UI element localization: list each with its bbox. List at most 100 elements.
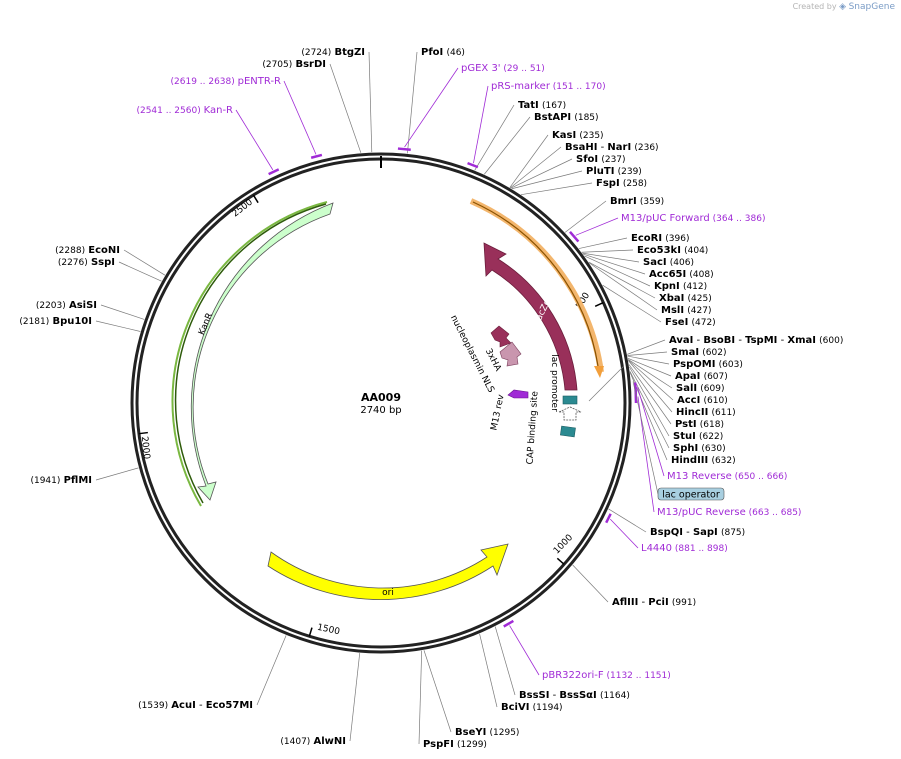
enzyme-line-sali (628, 359, 673, 389)
primer-line-2 (575, 217, 619, 236)
nls-arrow[interactable] (490, 325, 512, 348)
enzyme-label-acui[interactable]: (1539) AcuI - Eco57MI (138, 700, 253, 711)
primer-mark-pbr322ori-f[interactable] (503, 619, 514, 628)
primer-label-kan-r[interactable]: (2541 .. 2560) Kan-R (136, 105, 233, 116)
m13-rev-arrow[interactable] (507, 389, 529, 399)
feature-lacZa[interactable]: lacZα (469, 198, 604, 391)
primer-label-m13-reverse[interactable]: M13 Reverse (650 .. 666) (667, 471, 787, 482)
lacZa-arrow[interactable] (483, 242, 578, 391)
enzyme-label-acci[interactable]: AccI (610) (677, 395, 728, 406)
enzyme-label-pspfi[interactable]: PspFI (1299) (423, 739, 487, 750)
cap-site-box-1[interactable] (562, 395, 578, 405)
enzyme-line-apai (627, 358, 672, 377)
primer-mark-kan-r[interactable] (268, 168, 280, 176)
enzyme-label-pspomi[interactable]: PspOMI (603) (673, 359, 743, 370)
enzyme-label-bsahi[interactable]: BsaHI - NarI (236) (565, 142, 659, 153)
primer-mark-prs-marker[interactable] (467, 161, 479, 169)
enzyme-label-kpni[interactable]: KpnI (412) (654, 281, 707, 292)
enzyme-line-bstapi (484, 116, 531, 175)
enzyme-label-msli[interactable]: MslI (427) (661, 305, 711, 316)
enzyme-label-xbai[interactable]: XbaI (425) (659, 293, 712, 304)
feature-lac-promoter[interactable]: lac promoter (549, 354, 582, 421)
feature-kanR[interactable]: KanR (171, 201, 334, 507)
3xha-arrow[interactable] (499, 341, 522, 367)
enzyme-line-econi (123, 249, 166, 276)
enzyme-line-acc65i (582, 253, 646, 275)
lac-operator-box (657, 487, 725, 501)
enzyme-label-bsrdi[interactable]: (2705) BsrDI (262, 59, 326, 70)
primer-mark-pgex-3-[interactable] (397, 147, 411, 151)
snapgene-logo-icon: ◈ (839, 2, 847, 12)
feature-3xha[interactable]: 3xHA (483, 341, 522, 374)
lacZa-orange-outline (469, 198, 604, 373)
enzyme-line-smai (627, 351, 668, 356)
feature-m13-rev[interactable]: M13 rev (489, 389, 529, 431)
enzyme-label-smai[interactable]: SmaI (602) (671, 347, 726, 358)
ori-arrow[interactable] (267, 543, 509, 601)
enzyme-label-alwni[interactable]: (1407) AlwNI (280, 736, 346, 747)
enzyme-label-pfoi[interactable]: PfoI (46) (421, 47, 465, 58)
enzyme-label-kasi[interactable]: KasI (235) (552, 130, 604, 141)
tick-2000 (138, 431, 148, 435)
enzyme-label-ecori[interactable]: EcoRI (396) (631, 233, 689, 244)
feature-label-cap: CAP binding site (525, 390, 540, 464)
lac-operator-badge[interactable]: lac operator (657, 487, 725, 501)
primer-mark-m13-puc-forward[interactable] (569, 230, 580, 243)
enzyme-label-sphi[interactable]: SphI (630) (673, 443, 726, 454)
enzyme-label-acc65i[interactable]: Acc65I (408) (649, 269, 714, 280)
label-layer: PfoI (46) TatI (167)BstAPI (185) KasI (235… (19, 47, 843, 750)
enzyme-label-bcivi[interactable]: BciVI (1194) (501, 702, 563, 713)
enzyme-label-apai[interactable]: ApaI (607) (675, 371, 728, 382)
primer-label-pgex-3-[interactable]: pGEX 3' (29 .. 51) (461, 63, 545, 74)
primer-label-m13-puc-reverse[interactable]: M13/pUC Reverse (663 .. 685) (657, 507, 801, 518)
enzyme-label-bspqi[interactable]: BspQI - SapI (875) (650, 527, 745, 538)
enzyme-label-hindiii[interactable]: HindIII (632) (671, 455, 736, 466)
primer-mark-l4440[interactable] (605, 513, 612, 524)
enzyme-label-bsssi[interactable]: BssSI - BssSαI (1164) (519, 690, 630, 701)
enzyme-line-stui (629, 366, 670, 437)
enzyme-label-bseyi[interactable]: BseYI (1295) (455, 727, 519, 738)
enzyme-label-hincii[interactable]: HincII (611) (676, 407, 736, 418)
enzyme-label-sspi[interactable]: (2276) SspI (58, 257, 115, 268)
enzyme-label-econi[interactable]: (2288) EcoNI (55, 245, 120, 256)
enzyme-line-saci (582, 252, 640, 263)
enzyme-label-psti[interactable]: PstI (618) (675, 419, 724, 430)
enzyme-line-sspi (118, 261, 162, 282)
primer-line-7 (235, 109, 274, 171)
enzyme-label-avai[interactable]: AvaI - BsoBI - TspMI - XmaI (600) (669, 335, 843, 346)
primer-line-5 (609, 518, 639, 549)
enzyme-label-asisi[interactable]: (2203) AsiSI (36, 300, 97, 311)
enzyme-line-xbai (588, 261, 656, 299)
enzyme-label-bmri[interactable]: BmrI (359) (610, 196, 664, 207)
enzyme-label-sali[interactable]: SalI (609) (676, 383, 725, 394)
primer-label-l4440[interactable]: L4440 (881 .. 898) (641, 543, 728, 554)
enzyme-label-afliii[interactable]: AflIII - PciI (991) (612, 597, 696, 608)
enzyme-label-eco53ki[interactable]: Eco53kI (404) (637, 245, 708, 256)
enzyme-line-pspomi (627, 355, 670, 365)
enzyme-label-sfoi[interactable]: SfoI (237) (576, 154, 626, 165)
enzyme-line-tati (474, 104, 515, 171)
primer-label-pentr-r[interactable]: (2619 .. 2638) pENTR-R (171, 76, 282, 87)
kanR-arrow[interactable] (190, 202, 334, 501)
enzyme-line-asisi (100, 304, 145, 320)
enzyme-label-bstapi[interactable]: BstAPI (185) (534, 112, 599, 123)
primer-label-m13-puc-forward[interactable]: M13/pUC Forward (364 .. 386) (621, 213, 765, 224)
primer-label-prs-marker[interactable]: pRS-marker (151 .. 170) (491, 81, 606, 92)
enzyme-label-saci[interactable]: SacI (406) (643, 257, 694, 268)
feature-ori[interactable]: ori (267, 543, 509, 601)
enzyme-line-alwni (349, 653, 361, 742)
enzyme-label-btgzi[interactable]: (2724) BtgZI (301, 47, 365, 58)
enzyme-label-bpu10i[interactable]: (2181) Bpu10I (19, 316, 92, 327)
enzyme-label-stui[interactable]: StuI (622) (673, 431, 723, 442)
enzyme-label-tati[interactable]: TatI (167) (518, 100, 566, 111)
lac-promoter-arrow[interactable] (558, 406, 582, 421)
enzyme-line-kpni (584, 255, 651, 287)
enzyme-label-fspi[interactable]: FspI (258) (596, 178, 647, 189)
enzyme-line-bmri (564, 200, 607, 233)
enzyme-label-pluti[interactable]: PluTI (239) (586, 166, 642, 177)
enzyme-label-fsei[interactable]: FseI (472) (665, 317, 716, 328)
cap-site-box-2[interactable] (560, 425, 576, 438)
enzyme-label-pflmi[interactable]: (1941) PflMI (30, 475, 92, 486)
primer-mark-pentr-r[interactable] (310, 153, 323, 159)
primer-label-pbr322ori-f[interactable]: pBR322ori-F (1132 .. 1151) (542, 670, 671, 681)
